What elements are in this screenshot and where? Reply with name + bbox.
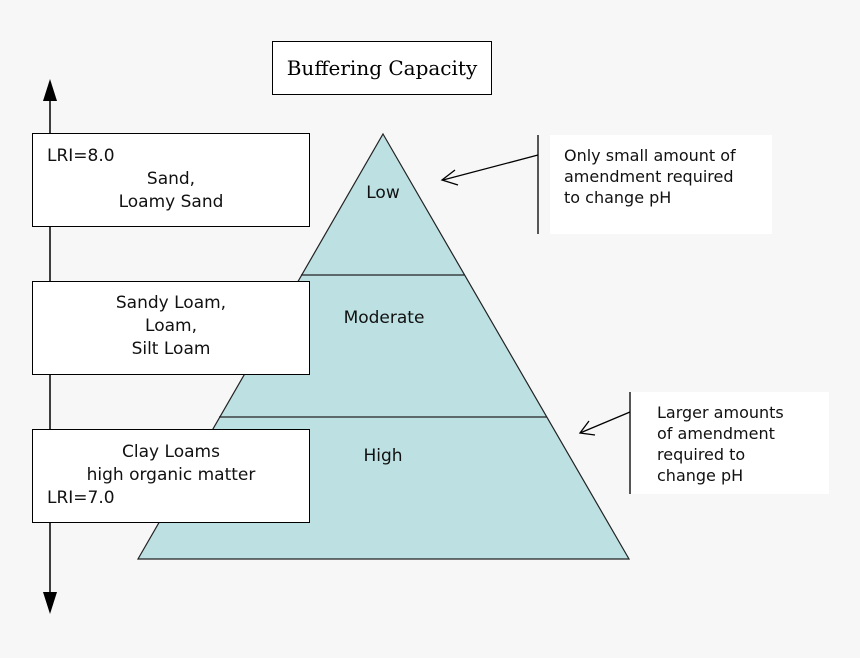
soil-type-loam: Loam, — [145, 316, 197, 336]
tier-low-label: Low — [366, 183, 400, 203]
soil-type-organic: high organic matter — [86, 465, 256, 485]
note-top-line: amendment required — [564, 167, 734, 186]
soil-box-sand: LRI=8.0 Sand, Loamy Sand — [32, 133, 310, 227]
note-bottom-line: required to — [657, 445, 746, 464]
note-small-amount: Only small amount of amendment required … — [550, 135, 772, 234]
note-top-line: to change pH — [564, 188, 672, 207]
arrow-to-high-tier-head-icon — [578, 420, 596, 436]
diagram-title: Buffering Capacity — [272, 41, 492, 95]
soil-type-sandy-loam: Sandy Loam, — [115, 293, 227, 313]
arrow-to-high-tier — [579, 411, 631, 434]
arrow-to-low-tier — [442, 154, 539, 181]
soil-box-loam: Sandy Loam, Loam, Silt Loam — [32, 281, 310, 375]
note-top-line: Only small amount of — [564, 146, 736, 165]
lri-high-label: LRI=8.0 — [47, 146, 115, 166]
axis-arrow-down-icon — [43, 592, 57, 614]
tier-high-label: High — [363, 446, 403, 466]
note-bottom-line: of amendment — [657, 424, 775, 443]
soil-type-sand: Sand, — [146, 169, 196, 189]
soil-type-clay-loams: Clay Loams — [122, 442, 220, 462]
note-larger-amounts: Larger amounts of amendment required to … — [631, 392, 829, 494]
soil-box-clay: Clay Loams high organic matter LRI=7.0 — [32, 429, 310, 523]
lri-low-label: LRI=7.0 — [47, 488, 115, 508]
axis-arrow-up-icon — [43, 79, 57, 101]
note-bottom-line: Larger amounts — [657, 403, 784, 422]
arrow-to-low-tier-head-icon — [440, 169, 459, 186]
soil-type-loamy-sand: Loamy Sand — [118, 192, 224, 212]
soil-type-silt-loam: Silt Loam — [131, 339, 211, 359]
tier-moderate-label: Moderate — [343, 308, 425, 328]
note-bottom-line: change pH — [657, 466, 744, 485]
